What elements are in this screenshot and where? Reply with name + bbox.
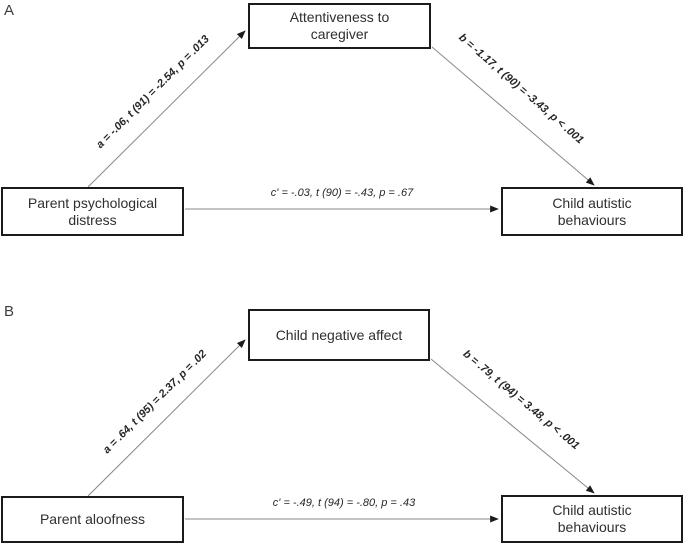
panel-b-predictor-box: Parent aloofness [1,496,184,543]
panel-b-outcome-box: Child autistic behaviours [501,495,683,543]
panel-b-mediator-box: Child negative affect [248,309,430,361]
panel-a-path-b-arrow [431,46,595,186]
panel-a-path-a-arrow [87,30,246,188]
panel-a-predictor-box: Parent psychological distress [1,187,184,236]
panel-b-path-a-arrow [87,339,246,497]
panel-a-path-c-label: c' = -.03, t (90) = -.43, p = .67 [270,187,414,199]
panel-b-label: B [4,303,15,320]
panel-a-label: A [4,2,15,19]
panel-b-path-b-arrow [430,358,595,494]
panel-a-mediator-box: Attentiveness to caregiver [248,3,431,49]
panel-a-outcome-box: Child autistic behaviours [501,187,683,236]
panel-b-path-c-label: c' = -.49, t (94) = -.80, p = .43 [272,497,416,509]
